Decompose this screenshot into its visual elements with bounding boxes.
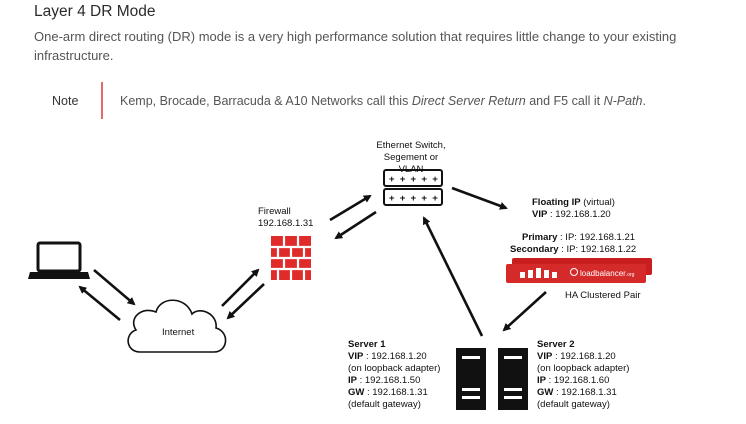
arrow-firewall-to-switch — [329, 194, 372, 222]
server1-gw-value: : 192.168.1.31 — [364, 387, 428, 398]
server1-title: Server 1 — [348, 339, 386, 350]
note-emphasis-dsr: Direct Server Return — [411, 94, 526, 108]
firewall-label: Firewall 192.168.1.31 — [258, 206, 313, 230]
server-icon — [498, 348, 528, 410]
arrow-internet-to-firewall — [221, 268, 260, 307]
ha-label: HA Clustered Pair — [565, 290, 641, 301]
lb-node-ips: Primary : IP: 192.168.1.21 Secondary : I… — [510, 232, 636, 256]
arrow-firewall-to-internet — [226, 283, 265, 320]
primary-key: Primary — [522, 232, 558, 243]
arrow-laptop-to-internet — [93, 269, 136, 306]
svg-text:loadbalancer.org: loadbalancer.org — [580, 269, 635, 278]
primary-value: : IP: 192.168.1.21 — [557, 232, 636, 243]
cloud-icon — [127, 299, 227, 353]
arrow-internet-to-laptop — [78, 285, 121, 322]
intro-paragraph: One-arm direct routing (DR) mode is a ve… — [34, 29, 677, 63]
floating-vip-value: : 192.168.1.20 — [547, 209, 611, 220]
secondary-key: Secondary — [510, 244, 559, 255]
arrow-switch-to-loadbalancer — [451, 186, 508, 210]
internet-label: Internet — [162, 327, 195, 338]
firewall-label-line1: Firewall — [258, 206, 291, 217]
server1-vip-value: : 192.168.1.20 — [363, 351, 427, 362]
note-emphasis-npath: N-Path — [603, 94, 643, 108]
lb-brand-text: loadbalancer — [580, 269, 626, 278]
server2-vip-key: VIP — [537, 351, 553, 362]
server1-ip-value: : 192.168.1.50 — [356, 375, 421, 386]
flow-arrows — [78, 186, 547, 337]
note-text-part: . — [642, 94, 646, 108]
server1-vip-key: VIP — [348, 351, 364, 362]
server1-gw-note: (default gateway) — [348, 399, 421, 410]
floating-ip-label: Floating IP (virtual) VIP : 192.168.1.20 — [532, 197, 615, 221]
floating-vip-key: VIP — [532, 209, 548, 220]
note-text-part: Kemp, Brocade, Barracuda & A10 Networks … — [120, 94, 412, 108]
arrow-servers-to-switch — [422, 216, 484, 337]
server2-ip-value: : 192.168.1.60 — [545, 375, 610, 386]
server2-ip-key: IP — [537, 375, 546, 386]
server-icon — [456, 348, 486, 410]
server1-details: Server 1 VIP : 192.168.1.20 (on loopback… — [348, 339, 440, 411]
secondary-value: : IP: 192.168.1.22 — [558, 244, 637, 255]
server2-title: Server 2 — [537, 339, 575, 350]
server1-loopback: (on loopback adapter) — [348, 363, 441, 374]
server2-gw-note: (default gateway) — [537, 399, 610, 410]
floating-ip-suffix: (virtual) — [580, 197, 615, 208]
arrow-switch-to-firewall — [334, 210, 377, 240]
server1-ip-key: IP — [348, 375, 357, 386]
note-text: Kemp, Brocade, Barracuda & A10 Networks … — [120, 94, 646, 108]
note-text-part: and F5 call it — [525, 94, 604, 108]
firewall-label-line2: 192.168.1.31 — [258, 218, 314, 229]
switch-icon: + + + + + + + + + + — [383, 169, 443, 206]
server2-vip-value: : 192.168.1.20 — [552, 351, 616, 362]
note-label: Note — [52, 94, 79, 108]
lb-brand-suffix: .org — [626, 272, 635, 278]
server2-loopback: (on loopback adapter) — [537, 363, 630, 374]
server2-details: Server 2 VIP : 192.168.1.20 (on loopback… — [537, 339, 629, 411]
svg-text:+ + + + +: + + + + + — [389, 175, 438, 185]
switch-label: Ethernet Switch, Segement or VLAN — [376, 140, 446, 176]
floating-ip-title: Floating IP — [532, 197, 581, 208]
server2-gw-key: GW — [537, 387, 554, 398]
switch-label-line2: Segement or VLAN — [383, 152, 439, 175]
switch-label-line1: Ethernet Switch, — [376, 140, 446, 151]
page-heading: Layer 4 DR Mode — [34, 3, 156, 20]
server1-gw-key: GW — [348, 387, 365, 398]
laptop-icon — [28, 241, 90, 279]
arrow-loadbalancer-to-servers — [502, 291, 547, 332]
svg-text:+ + + + +: + + + + + — [389, 194, 438, 204]
firewall-icon — [271, 236, 311, 280]
server2-gw-value: : 192.168.1.31 — [553, 387, 617, 398]
note-divider — [101, 82, 103, 119]
load-balancer-icon: loadbalancer.org — [506, 258, 652, 283]
